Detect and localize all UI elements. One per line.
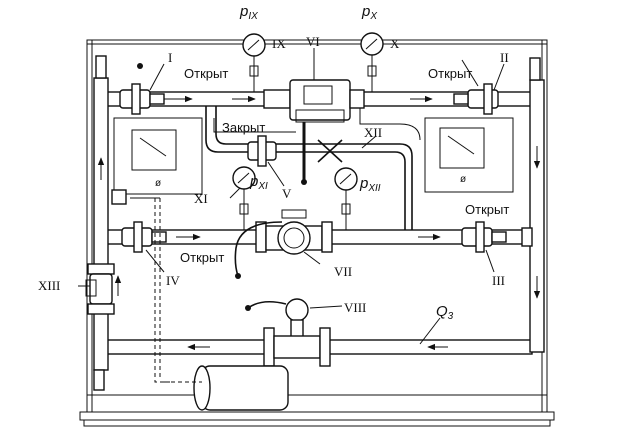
marker-dot	[137, 63, 143, 69]
flow-q3: Q3	[436, 303, 454, 322]
label-open-I: Открыт	[184, 66, 228, 81]
label-VII: VII	[334, 264, 352, 279]
left-vertical-pipe	[93, 77, 109, 371]
label-II: II	[500, 50, 509, 65]
unit-VII	[234, 209, 333, 279]
pressure-p-x: pX	[361, 3, 377, 22]
panel-mark-right: ø	[460, 174, 466, 185]
pressure-p-xii: pXII	[359, 175, 381, 194]
label-XII: XII	[364, 125, 382, 140]
label-open-II: Открыт	[428, 66, 472, 81]
label-closed-V: Закрыт	[222, 120, 265, 135]
left-instrument-panel: ø	[113, 117, 203, 195]
label-III: III	[492, 273, 505, 288]
label-VI: VI	[306, 34, 320, 49]
upper-return-loop	[213, 106, 421, 141]
label-XIII: XIII	[38, 278, 60, 293]
label-open-IV: Открыт	[180, 250, 224, 265]
valve-III	[461, 221, 507, 253]
tank	[130, 197, 289, 411]
pressure-p-ix: pIX	[239, 3, 258, 22]
label-VIII: VIII	[344, 300, 366, 315]
right-instrument-panel: ø	[424, 117, 514, 193]
pressure-p-xi: pXI	[249, 173, 268, 192]
label-I: I	[168, 50, 172, 65]
panel-mark-left: ø	[155, 178, 161, 189]
gauge-XII	[334, 167, 358, 230]
valve-IV	[121, 221, 167, 253]
text-labels: I Открыт II Открыт III Открыт IV Открыт …	[38, 3, 509, 322]
filter-XIII	[85, 263, 115, 315]
valve-V	[247, 135, 277, 167]
leader-lines	[78, 48, 505, 345]
label-V: V	[282, 186, 292, 201]
valve-I	[119, 83, 190, 115]
label-open-III: Открыт	[465, 202, 509, 217]
right-vertical-pipe	[529, 79, 545, 353]
gauge-XI	[232, 166, 256, 230]
flowmeter-VIII	[245, 298, 331, 367]
valve-II	[453, 83, 499, 115]
top-stubs	[93, 55, 541, 391]
gauge-IX	[242, 33, 266, 92]
meter-VI	[263, 79, 365, 185]
gauge-X	[360, 32, 384, 92]
label-IX: IX	[272, 36, 286, 51]
bypass-loop	[205, 106, 413, 230]
label-XI: XI	[194, 191, 208, 206]
flow-arrows	[97, 95, 541, 351]
label-X: X	[390, 36, 400, 51]
label-IV: IV	[166, 273, 180, 288]
